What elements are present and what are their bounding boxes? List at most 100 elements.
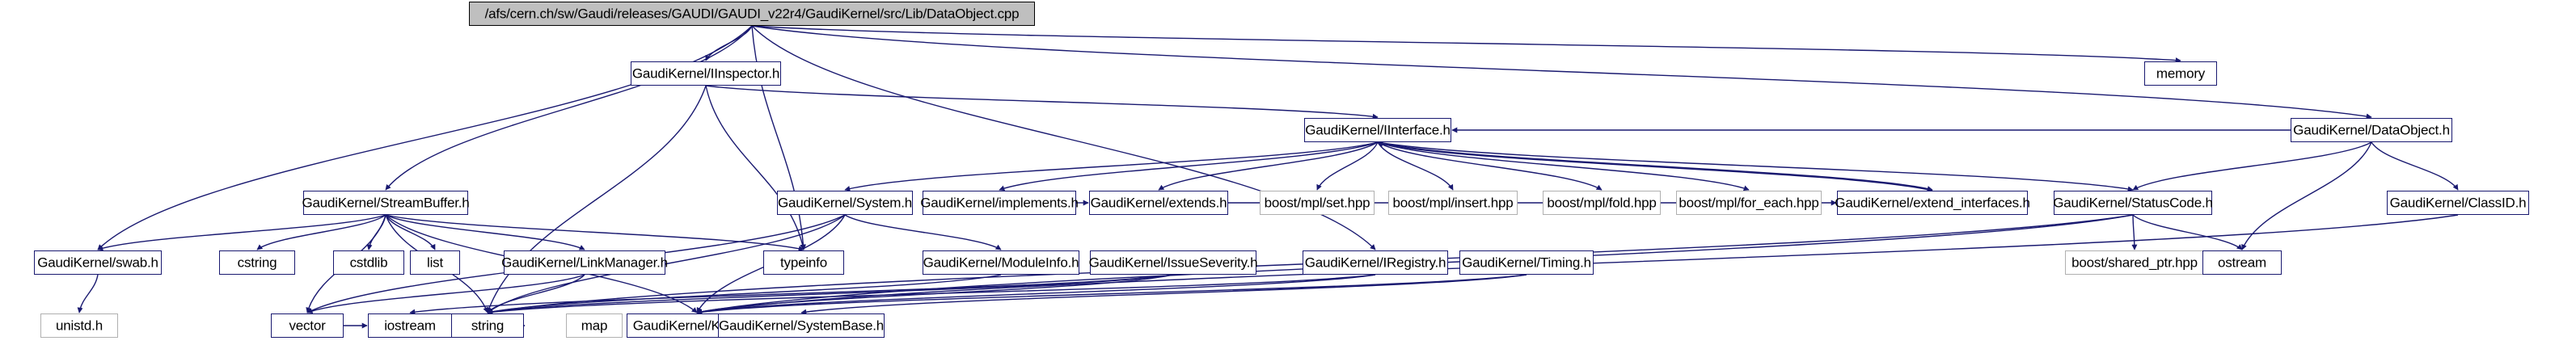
graph-node-label: boost/mpl/fold.hpp bbox=[1547, 195, 1657, 210]
graph-edge bbox=[751, 25, 1376, 250]
graph-node-extend_interfaces[interactable]: GaudiKernel/extend_interfaces.h bbox=[1835, 191, 2030, 215]
graph-node-root[interactable]: /afs/cern.ch/sw/Gaudi/releases/GAUDI/GAU… bbox=[469, 2, 1035, 26]
graph-node-label: GaudiKernel/StatusCode.h bbox=[2053, 195, 2213, 210]
graph-node-label: boost/mpl/insert.hpp bbox=[1392, 195, 1514, 210]
graph-node-iinspector[interactable]: GaudiKernel/IInspector.h bbox=[631, 61, 781, 86]
graph-edge bbox=[487, 274, 1376, 315]
graph-node-label: GaudiKernel/StreamBuffer.h bbox=[302, 195, 470, 210]
graph-edge bbox=[800, 274, 1527, 315]
graph-edge bbox=[1158, 141, 1379, 191]
graph-node-mpl_fold[interactable]: boost/mpl/fold.hpp bbox=[1543, 191, 1661, 215]
graph-node-label: GaudiKernel/LinkManager.h bbox=[501, 255, 668, 270]
graph-node-label: typeinfo bbox=[780, 255, 827, 270]
graph-edge bbox=[2132, 214, 2243, 250]
graph-edge bbox=[256, 214, 386, 250]
graph-node-label: boost/shared_ptr.hpp bbox=[2071, 255, 2198, 270]
graph-node-shared_ptr[interactable]: boost/shared_ptr.hpp bbox=[2065, 250, 2204, 275]
graph-node-unistd[interactable]: unistd.h bbox=[40, 313, 118, 338]
graph-node-iostream[interactable]: iostream bbox=[368, 313, 452, 338]
graph-edge bbox=[2371, 141, 2459, 191]
graph-node-cstring[interactable]: cstring bbox=[219, 250, 295, 275]
graph-node-label: GaudiKernel/extend_interfaces.h bbox=[1835, 195, 2030, 210]
graph-node-label: GaudiKernel/ClassID.h bbox=[2389, 195, 2527, 210]
graph-edge bbox=[385, 214, 585, 250]
graph-edge bbox=[696, 274, 1376, 315]
graph-edge bbox=[1377, 141, 2134, 192]
graph-node-label: map bbox=[581, 318, 608, 333]
graph-node-label: ostream bbox=[2217, 255, 2266, 270]
graph-node-label: unistd.h bbox=[56, 318, 103, 333]
graph-node-label: vector bbox=[289, 318, 326, 333]
graph-node-label: boost/mpl/set.hpp bbox=[1264, 195, 1370, 210]
graph-node-label: cstdlib bbox=[349, 255, 388, 270]
graph-edge bbox=[1377, 141, 1933, 191]
graph-edge bbox=[1377, 141, 1603, 191]
graph-node-classid[interactable]: GaudiKernel/ClassID.h bbox=[2387, 191, 2529, 215]
graph-edge bbox=[1377, 141, 1933, 191]
graph-node-label: GaudiKernel/DataObject.h bbox=[2293, 122, 2450, 137]
graph-node-timing[interactable]: GaudiKernel/Timing.h bbox=[1459, 250, 1594, 275]
graph-node-string[interactable]: string bbox=[451, 313, 524, 338]
graph-node-mpl_set[interactable]: boost/mpl/set.hpp bbox=[1260, 191, 1375, 215]
graph-node-ostream[interactable]: ostream bbox=[2202, 250, 2282, 275]
graph-edge bbox=[2132, 141, 2372, 191]
graph-edge bbox=[77, 274, 99, 313]
graph-node-streambuffer[interactable]: GaudiKernel/StreamBuffer.h bbox=[302, 191, 470, 215]
graph-node-label: GaudiKernel/implements.h bbox=[920, 195, 1079, 210]
graph-edge bbox=[999, 141, 1379, 191]
graph-node-label: list bbox=[427, 255, 443, 270]
graph-node-label: GaudiKernel/SystemBase.h bbox=[718, 318, 885, 333]
graph-edge bbox=[2241, 141, 2372, 250]
graph-node-label: GaudiKernel/extends.h bbox=[1090, 195, 1227, 210]
graph-node-system[interactable]: GaudiKernel/System.h bbox=[777, 191, 913, 215]
graph-edge bbox=[366, 214, 386, 250]
graph-node-typeinfo[interactable]: typeinfo bbox=[763, 250, 844, 275]
graph-node-linkmanager[interactable]: GaudiKernel/LinkManager.h bbox=[501, 250, 668, 275]
graph-node-memory[interactable]: memory bbox=[2144, 61, 2217, 86]
graph-edge bbox=[385, 214, 436, 250]
graph-node-mpl_for_each[interactable]: boost/mpl/for_each.hpp bbox=[1676, 191, 1822, 215]
graph-edge bbox=[486, 85, 707, 313]
graph-node-iregistry[interactable]: GaudiKernel/IRegistry.h bbox=[1303, 250, 1448, 275]
graph-node-issueseverity[interactable]: GaudiKernel/IssueSeverity.h bbox=[1088, 250, 1258, 275]
graph-node-dataobject[interactable]: GaudiKernel/DataObject.h bbox=[2291, 118, 2452, 142]
graph-node-label: GaudiKernel/ModuleInfo.h bbox=[923, 255, 1079, 270]
graph-node-label: /afs/cern.ch/sw/Gaudi/releases/GAUDI/GAU… bbox=[484, 6, 1020, 21]
graph-node-map[interactable]: map bbox=[566, 313, 623, 338]
graph-node-label: boost/mpl/for_each.hpp bbox=[1679, 195, 1819, 210]
graph-node-systembase[interactable]: GaudiKernel/SystemBase.h bbox=[718, 313, 885, 338]
graph-node-label: iostream bbox=[384, 318, 436, 333]
graph-edge bbox=[385, 25, 753, 191]
graph-node-swab[interactable]: GaudiKernel/swab.h bbox=[34, 250, 162, 275]
graph-node-implements[interactable]: GaudiKernel/implements.h bbox=[920, 191, 1079, 215]
graph-node-list[interactable]: list bbox=[410, 250, 460, 275]
graph-node-label: GaudiKernel/Timing.h bbox=[1462, 255, 1591, 270]
graph-node-iinterface[interactable]: GaudiKernel/IInterface.h bbox=[1304, 118, 1451, 142]
graph-node-label: GaudiKernel/IInterface.h bbox=[1305, 122, 1451, 137]
graph-edge bbox=[487, 274, 585, 313]
graph-node-label: cstring bbox=[237, 255, 277, 270]
graph-node-label: GaudiKernel/IssueSeverity.h bbox=[1088, 255, 1258, 270]
graph-edge bbox=[844, 141, 1379, 191]
graph-edge bbox=[1377, 141, 1454, 191]
graph-node-extends[interactable]: GaudiKernel/extends.h bbox=[1089, 191, 1228, 215]
graph-node-mpl_insert[interactable]: boost/mpl/insert.hpp bbox=[1388, 191, 1518, 215]
graph-node-label: memory bbox=[2156, 65, 2206, 81]
graph-node-vector[interactable]: vector bbox=[271, 313, 344, 338]
graph-node-moduleinfo[interactable]: GaudiKernel/ModuleInfo.h bbox=[923, 250, 1079, 275]
graph-edge bbox=[97, 25, 753, 250]
graph-edge bbox=[385, 214, 804, 251]
graph-node-statuscode[interactable]: GaudiKernel/StatusCode.h bbox=[2053, 191, 2213, 215]
graph-edge bbox=[487, 274, 1174, 315]
graph-edge bbox=[696, 274, 1174, 315]
graph-edge bbox=[705, 85, 806, 250]
graph-node-label: string bbox=[471, 318, 505, 333]
graph-node-label: GaudiKernel/swab.h bbox=[37, 255, 158, 270]
graph-edge bbox=[705, 85, 1379, 120]
graph-node-cstdlib[interactable]: cstdlib bbox=[333, 250, 404, 275]
graph-edge bbox=[844, 214, 1002, 250]
graph-edge bbox=[751, 25, 2372, 120]
graph-edge bbox=[696, 274, 1527, 315]
